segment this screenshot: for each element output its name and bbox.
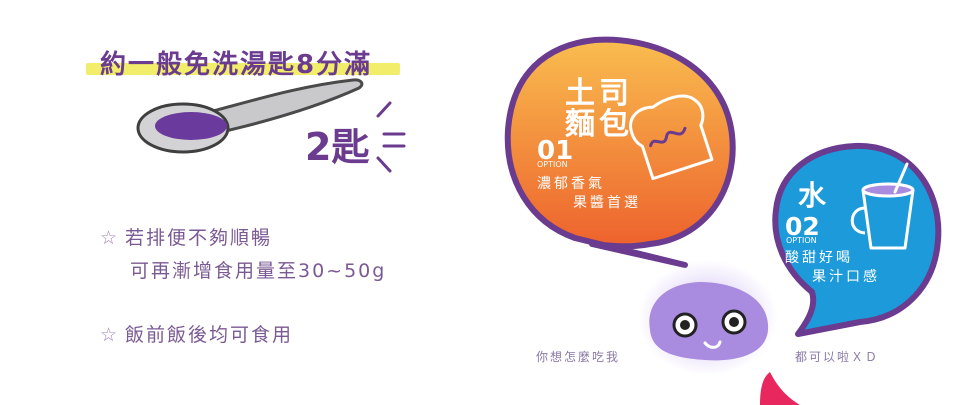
toast-icon xyxy=(629,94,714,181)
note-item: ☆若排便不夠順暢 xyxy=(100,223,272,250)
water-description: 酸甜好喝 xyxy=(785,250,853,266)
water-option-label: OPTION xyxy=(786,236,817,245)
toast-title: 土司 xyxy=(565,76,633,111)
title-highlight xyxy=(86,63,400,75)
spoon-icon xyxy=(136,78,364,154)
mascot-icon xyxy=(638,260,778,376)
water-option-number: 02 xyxy=(785,212,820,241)
toast-option-label: OPTION xyxy=(537,160,568,169)
serving-options-illustration xyxy=(504,36,942,405)
mascot-caption-left: 你想怎麼吃我 xyxy=(536,350,621,364)
note-item: ☆飯前飯後均可食用 xyxy=(100,320,293,347)
burst-lines-icon xyxy=(376,101,406,173)
note-text: 飯前飯後均可食用 xyxy=(125,324,294,346)
toast-description-second-line: 果醬首選 xyxy=(573,195,641,211)
toast-option-number: 01 xyxy=(537,136,574,166)
star-icon: ☆ xyxy=(100,227,120,249)
mascot-caption-right: 都可以啦ＸＤ xyxy=(795,350,880,364)
note-text: 若排便不夠順暢 xyxy=(125,227,273,249)
water-description-second-line: 果汁口感 xyxy=(812,269,880,285)
mug-icon xyxy=(850,162,915,250)
page-title: 約一般免洗湯匙8分滿 xyxy=(100,50,373,80)
note-text-continued: 可再漸增食用量至30~50g xyxy=(130,260,387,282)
toast-description: 濃郁香氣 xyxy=(537,176,605,192)
star-icon: ☆ xyxy=(100,324,120,346)
water-title: 水 xyxy=(798,179,827,212)
spoon-amount: 2匙 xyxy=(305,125,370,169)
red-accent-shape xyxy=(760,372,800,405)
toast-title-second-line: 麵包 xyxy=(565,107,633,142)
